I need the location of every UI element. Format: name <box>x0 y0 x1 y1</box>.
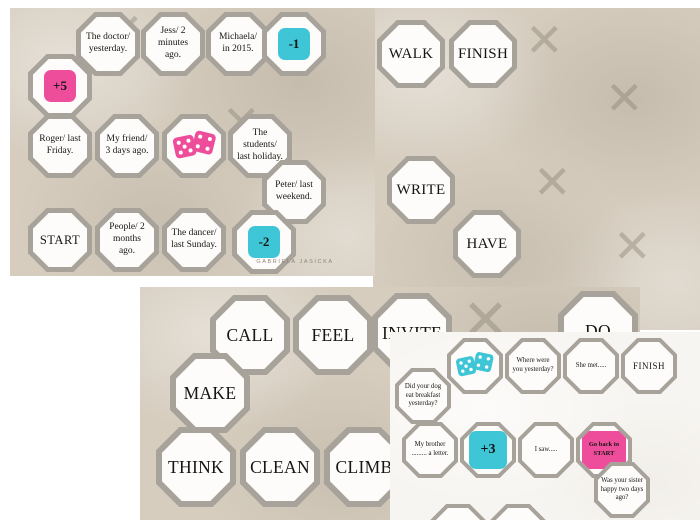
cell-label: My friend/ 3 days ago. <box>105 134 149 156</box>
cell-label: Jess/ 2 minutes ago. <box>157 26 189 60</box>
cell-dancer: The dancer/ last Sunday. <box>162 208 226 272</box>
cell-roger: Roger/ last Friday. <box>28 114 92 178</box>
cell-finish: FINISH <box>449 20 517 88</box>
cell-michaela: Michaela/ in 2015. <box>206 12 270 76</box>
cell-finish-small: FINISH <box>621 338 677 394</box>
cell-label: The students/ last holiday. <box>237 128 283 162</box>
cell-plus-3: +3 <box>460 422 516 478</box>
cell-plus-5: +5 <box>28 54 92 118</box>
board-top-left: ✕ ✕ The doctor/ yesterday. Jess/ 2 minut… <box>10 8 375 276</box>
minus-2-badge: -2 <box>248 226 280 258</box>
cell-minus-1: -1 <box>262 12 326 76</box>
cell-people: People/ 2 months ago. <box>95 208 159 272</box>
cell-label: START <box>39 232 81 247</box>
board-top-right: ✕ ✕ ✕ ✕ WALK FINISH WRITE HAVE <box>373 8 700 330</box>
cell-doctor: The doctor/ yesterday. <box>76 12 140 76</box>
cell-partial <box>490 504 546 520</box>
cell-jess: Jess/ 2 minutes ago. <box>141 12 205 76</box>
cell-start: START <box>28 208 92 272</box>
cell-label: FINISH <box>632 361 665 371</box>
cell-label: Did your dog eat breakfast yesterday? <box>404 382 442 408</box>
plus-3-badge: +3 <box>469 431 507 469</box>
cell-think: THINK <box>156 427 236 507</box>
cell-label: HAVE <box>466 235 508 252</box>
cell-label: Roger/ last Friday. <box>39 134 81 156</box>
cell-label: MAKE <box>183 382 237 403</box>
ghost-x-icon: ✕ <box>613 221 652 272</box>
cell-label: The dancer/ last Sunday. <box>171 228 217 250</box>
cell-label: My brother ......... a letter. <box>411 441 449 457</box>
pink-dice-icon <box>172 130 216 159</box>
cell-label: CLIMB <box>335 456 393 477</box>
cell-write: WRITE <box>387 156 455 224</box>
cyan-dice-icon <box>455 352 494 377</box>
plus-5-badge: +5 <box>44 70 76 102</box>
cell-partial <box>430 504 486 520</box>
cell-clean: CLEAN <box>240 427 320 507</box>
cell-label: Was your sister happy two days ago? <box>600 476 644 502</box>
cell-label: WALK <box>388 45 434 62</box>
cell-label: CALL <box>226 324 274 345</box>
author-credit: GABRIELA JASICKA <box>256 259 334 265</box>
cell-students: The students/ last holiday. <box>228 114 292 178</box>
cell-label: FEEL <box>311 324 355 345</box>
cell-feel: FEEL <box>293 295 373 375</box>
ghost-x-icon: ✕ <box>605 73 644 124</box>
cell-was-your-sister: Was your sister happy two days ago? <box>594 462 650 518</box>
cell-label: People/ 2 months ago. <box>109 222 145 256</box>
cell-label: She met..... <box>575 361 607 369</box>
cell-label: Where were you yesterday? <box>512 357 554 373</box>
cell-label: FINISH <box>457 45 509 62</box>
board-bottom-right: Where were you yesterday? She met..... F… <box>390 332 700 520</box>
cell-where-were-you: Where were you yesterday? <box>505 338 561 394</box>
cell-have: HAVE <box>453 210 521 278</box>
cell-dice-cyan <box>447 338 503 394</box>
cell-label: Michaela/ in 2015. <box>219 32 257 54</box>
cell-walk: WALK <box>377 20 445 88</box>
cell-label: THINK <box>168 456 224 477</box>
cell-i-saw: I saw..... <box>518 422 574 478</box>
cell-minus-2: -2 <box>232 210 296 274</box>
cell-dog-question: Did your dog eat breakfast yesterday? <box>395 368 451 424</box>
cell-label: Peter/ last weekend. <box>275 180 313 202</box>
cell-label: The doctor/ yesterday. <box>85 32 131 54</box>
cell-dice <box>162 114 226 178</box>
minus-1-badge: -1 <box>278 28 310 60</box>
ghost-x-icon: ✕ <box>533 157 572 208</box>
cell-label: I saw..... <box>534 445 558 453</box>
cell-she-met: She met..... <box>563 338 619 394</box>
ghost-x-icon: ✕ <box>525 15 564 66</box>
cell-label: WRITE <box>396 181 446 198</box>
cell-label: CLEAN <box>250 456 310 477</box>
cell-friend: My friend/ 3 days ago. <box>95 114 159 178</box>
cell-go-back-to-start: Go back to START <box>576 422 632 478</box>
cell-make: MAKE <box>170 353 250 433</box>
cell-my-brother: My brother ......... a letter. <box>402 422 458 478</box>
